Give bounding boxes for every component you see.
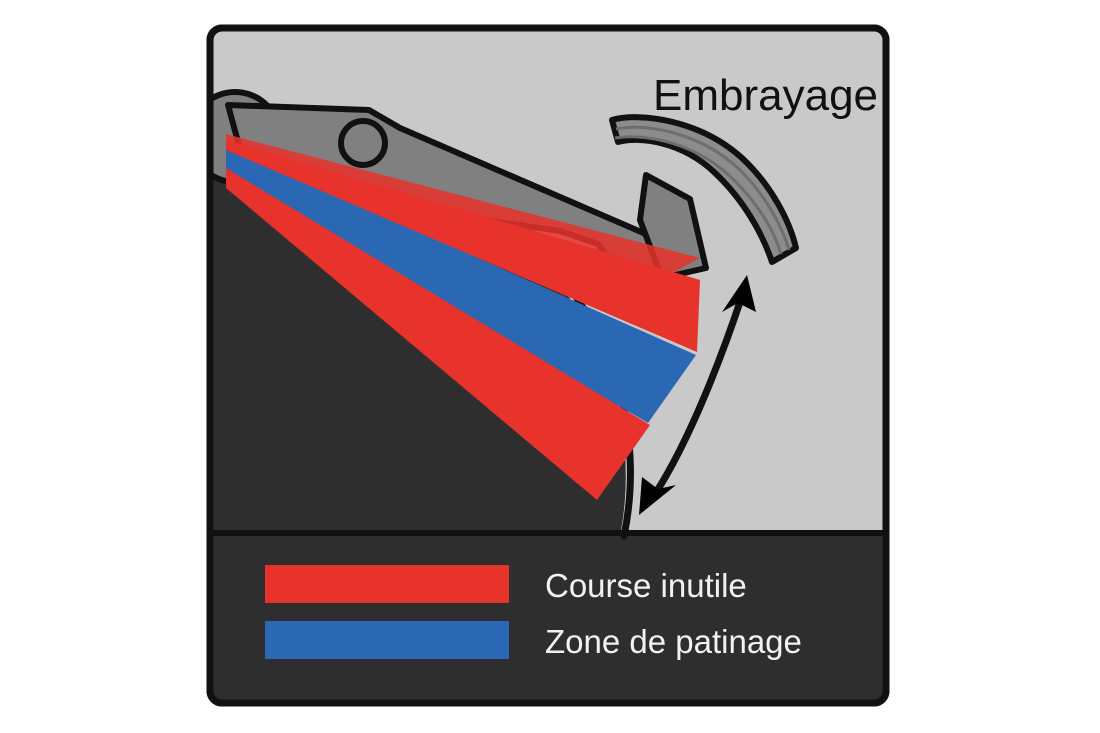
red-swatch	[265, 565, 509, 603]
panel-frame-outline	[206, 24, 890, 707]
travel-arrow-head-up	[722, 275, 756, 312]
legend-item-course-inutile[interactable]: Course inutile	[265, 565, 747, 604]
page-title: Embrayage	[653, 71, 878, 120]
wedge-red-middle	[226, 140, 700, 352]
lever-travel-double-arrow	[639, 275, 756, 515]
panel-dark-region	[210, 533, 886, 703]
blue-swatch	[265, 621, 509, 659]
wedge-red-lower	[226, 168, 650, 500]
sweep-wedges	[226, 134, 700, 500]
legend-label-0: Course inutile	[545, 567, 747, 604]
legend-item-zone-de-patinage[interactable]: Zone de patinage	[265, 621, 802, 660]
legend: Course inutile Zone de patinage	[265, 565, 802, 660]
cable-striation-1	[615, 125, 791, 251]
cable-striation-2	[614, 135, 783, 255]
legend-label-1: Zone de patinage	[545, 623, 802, 660]
wedge-blue	[226, 146, 696, 423]
lever-bolt-hole	[338, 118, 388, 168]
travel-arrow-head-down	[639, 477, 676, 515]
